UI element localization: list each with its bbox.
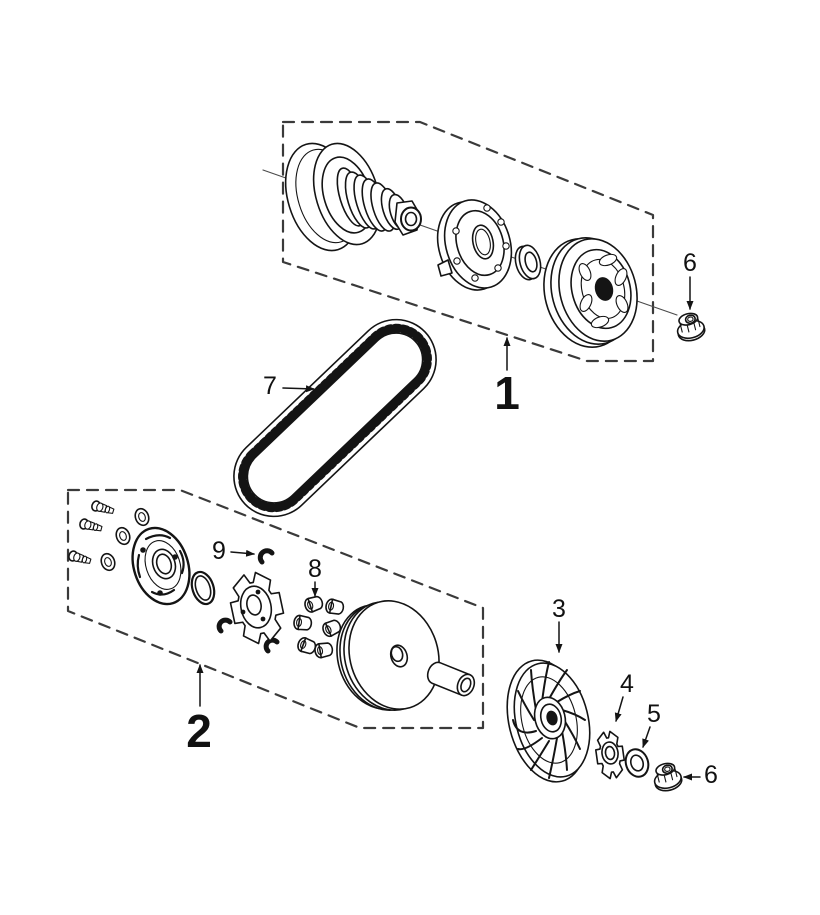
callout-9-arrow-to-guide-slider [230, 549, 255, 557]
ramp-cover-plate [131, 526, 191, 606]
callout-3-label: 3 [552, 595, 566, 623]
callout-labels: 1 2 3 45 6 6 7 8 9 [186, 249, 718, 789]
ramp-plate [225, 569, 288, 648]
callout-1-label: 1 [494, 367, 520, 419]
callout-9-label: 9 [212, 537, 226, 565]
fixed-face-group [506, 659, 683, 794]
pulley-half [336, 600, 440, 711]
screw-washer [100, 552, 116, 572]
variator-assembly-boundary [66, 488, 485, 730]
assembly-boundaries [66, 120, 655, 730]
callout-8-label: 8 [308, 555, 322, 583]
callout-5-arrow-to-plain-washer [642, 726, 651, 748]
callout-4-label: 4 [620, 670, 634, 698]
callout-7-arrow-to-drive-belt [282, 385, 315, 393]
flange-nut-upper [676, 312, 706, 342]
callout-6a-label: 6 [683, 249, 697, 277]
callout-6b-label: 6 [704, 761, 718, 789]
drive-plate [593, 730, 626, 780]
callout-5-label: 5 [647, 700, 661, 728]
variator-assembly-group [68, 500, 476, 711]
clutch-shoe-carrier [436, 199, 513, 291]
carrier-tab [437, 259, 453, 277]
clutch-assembly-boundary [281, 120, 655, 363]
callout-7-label: 7 [263, 372, 277, 400]
drive-belt [233, 318, 437, 518]
spacer-washer [514, 244, 542, 281]
guide-slider [216, 548, 280, 654]
driven-pulley-assembly [284, 142, 422, 252]
flange-nut-lower [653, 762, 683, 792]
roller-weights [293, 595, 345, 659]
spacer-bushing [426, 661, 476, 697]
o-ring-seal [190, 570, 216, 606]
clutch-assembly-group [284, 142, 706, 348]
mounting-screw [79, 518, 103, 532]
mounting-screw [68, 550, 92, 564]
fan-pulley-face [506, 659, 591, 783]
mounting-screw [91, 500, 115, 514]
plain-washer [624, 748, 650, 778]
screw-washer [134, 507, 150, 527]
callout-2-label: 2 [186, 705, 212, 757]
fan-blades [512, 661, 586, 779]
callout-4-arrow-to-drive-plate [614, 696, 624, 722]
screw-washer [115, 526, 131, 546]
clutch-drum [543, 237, 638, 348]
